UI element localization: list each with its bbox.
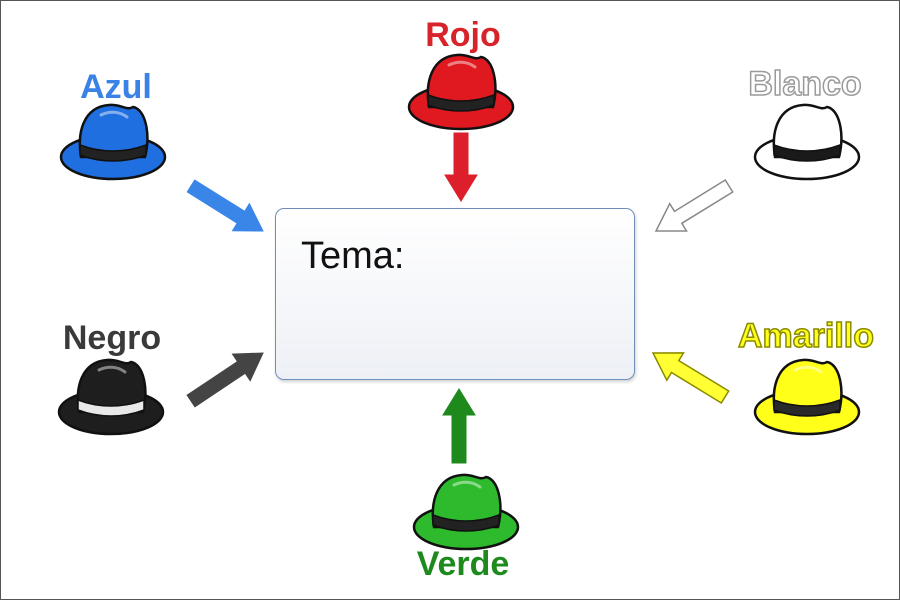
hat-label-rojo: Rojo [425,16,501,54]
arrow-blanco [654,178,734,232]
topic-box: Tema: [275,208,635,380]
topic-label: Tema: [301,235,405,277]
hat-rojo-icon [407,53,515,131]
hat-amarillo-icon [753,358,861,436]
hat-label-blanco: Blanco [748,64,863,104]
hat-label-amarillo: Amarillo [737,316,875,356]
arrow-verde [442,388,476,464]
hat-blanco-icon [753,103,861,181]
arrow-negro [186,352,264,408]
hat-label-azul: Azul [80,68,152,106]
hat-label-negro: Negro [62,319,162,357]
hat-azul-icon [59,103,167,181]
hat-verde-icon [412,473,520,551]
arrow-rojo [444,132,478,202]
hat-negro-icon [57,358,165,436]
arrow-amarillo [651,352,730,405]
arrow-azul [186,179,264,232]
hat-label-verde: Verde [416,545,510,583]
